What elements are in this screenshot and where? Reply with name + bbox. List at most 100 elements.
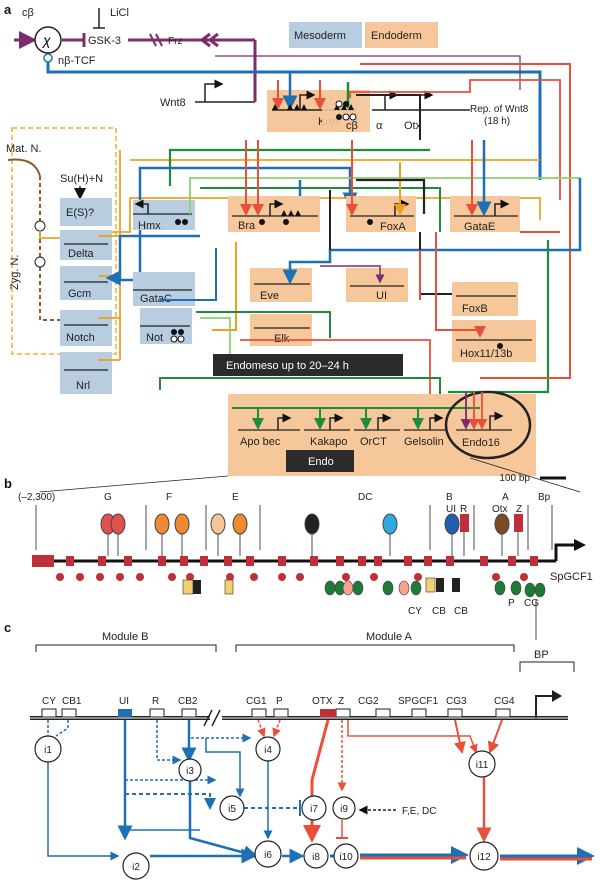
gene-gelsolin: Gelsolin [404,436,444,448]
frz-label: Frz [168,36,182,47]
node-i1 [34,735,62,763]
panel-c-label: c [4,620,11,635]
licl-label: LiCl [110,7,129,19]
legend-endoderm: Endoderm [371,30,422,42]
c-site-r: R [152,696,159,707]
site-cg: CG [524,598,539,609]
node-i10 [333,843,359,869]
rep-wnt8-time: (18 h) [484,116,510,127]
site-z: Z [516,504,522,515]
cb-input: cβ [22,7,34,19]
module-a: A [502,492,509,503]
gene-cbeta: cβ [346,120,358,132]
node-i3-label: i3 [186,766,194,777]
site-ui: UI [446,504,456,515]
gene-otx: Otx [404,120,422,132]
fedc-input: F,E, DC [402,806,436,817]
endo16-highlight [444,390,532,460]
gene-alpha: α [376,120,383,132]
c-site-cg4: CG4 [494,696,515,707]
legend-mesoderm-box [289,22,362,48]
matn-label: Mat. N. [6,143,41,155]
panel-b-label: b [4,476,12,491]
gene-foxb: FoxB [462,303,488,315]
site-cb2: CB [454,606,468,617]
gene-hmx: Hmx [138,220,161,232]
gene-eve: Eve [260,290,279,302]
node-i8 [303,843,329,869]
panel-a-label: a [4,2,12,17]
legend-mesoderm: Mesoderm [294,30,346,42]
coord-label: (–2,300) [18,492,55,503]
module-f: F [166,492,172,503]
c-site-cg3: CG3 [446,696,467,707]
node-i8-label: i8 [312,852,320,863]
gene-endo16: Endo16 [462,437,500,449]
gene-nrl: Nrl [76,380,90,392]
module-bp: Bp [538,492,551,503]
module-g: G [104,492,112,503]
c-site-cb2: CB2 [178,696,198,707]
node-i11 [468,750,496,778]
endomeso-banner [213,354,403,376]
node-i11-label: i11 [476,760,489,771]
node-i7-label: i7 [310,804,318,815]
gene-apobec: Apo bec [240,436,281,448]
module-e: E [232,492,239,503]
gene-es: E(S)? [66,207,94,219]
c-site-cg2: CG2 [358,696,379,707]
node-i7 [301,795,327,821]
gene-gcm: Gcm [68,288,91,300]
gene-gatae: GataE [464,221,495,233]
c-site-otx: OTX [312,696,333,707]
gene-spgcf1: SpGCF1 [550,571,593,583]
gsk3-label: GSK-3 [88,35,121,47]
node-i4 [255,736,281,762]
c-site-p: P [276,696,283,707]
c-site-cg1: CG1 [246,696,267,707]
gene-hox: Hox11/13b [460,348,512,360]
node-i6 [254,840,282,868]
scale-bar-label: 100 bp [499,473,530,484]
endo-banner-text: Endo [308,456,334,468]
node-i5 [219,795,245,821]
module-b-label: Module B [102,631,148,643]
endo-region [228,394,536,476]
chi-label: χ [41,32,51,48]
node-i10-label: i10 [339,852,353,863]
module-a-label: Module A [366,631,413,643]
rep-wnt8-label: Rep. of Wnt8 [470,104,529,115]
c-site-ui: UI [119,696,129,707]
suhn-label: Su(H)+N [60,173,103,185]
wnt8-label: Wnt8 [160,97,186,109]
module-dc: DC [358,492,372,503]
c-site-z: Z [338,696,344,707]
maternal-notch-frame [11,127,117,355]
nbtcf-label: nβ-TCF [58,55,96,67]
bp-label: BP [534,649,549,661]
node-i9 [332,796,356,820]
site-p: P [508,598,515,609]
site-r: R [460,504,467,515]
endomeso-banner-text: Endomeso up to 20–24 h [226,360,349,372]
gene-gatac: GataC [140,293,172,305]
node-i5-label: i5 [228,804,236,815]
site-cy: CY [408,606,422,617]
endo-banner [286,450,354,472]
gene-not: Not [146,332,163,344]
node-i1-label: i1 [44,745,52,756]
gene-notch: Notch [66,332,95,344]
site-otx: Otx [492,504,508,515]
gene-orct: OrCT [360,436,387,448]
gene-foxa: FoxA [380,221,406,233]
gene-elk: Elk [274,333,290,345]
zygn-label: Zyg. N. [9,255,21,290]
c-site-cy: CY [42,696,56,707]
legend-endoderm-box [365,22,438,48]
node-i2 [122,852,150,880]
c-site-spgcf1: SPGCF1 [398,696,438,707]
node-i12-label: i12 [477,852,491,863]
gene-ui: UI [376,290,387,302]
node-i2-label: i2 [132,862,140,873]
